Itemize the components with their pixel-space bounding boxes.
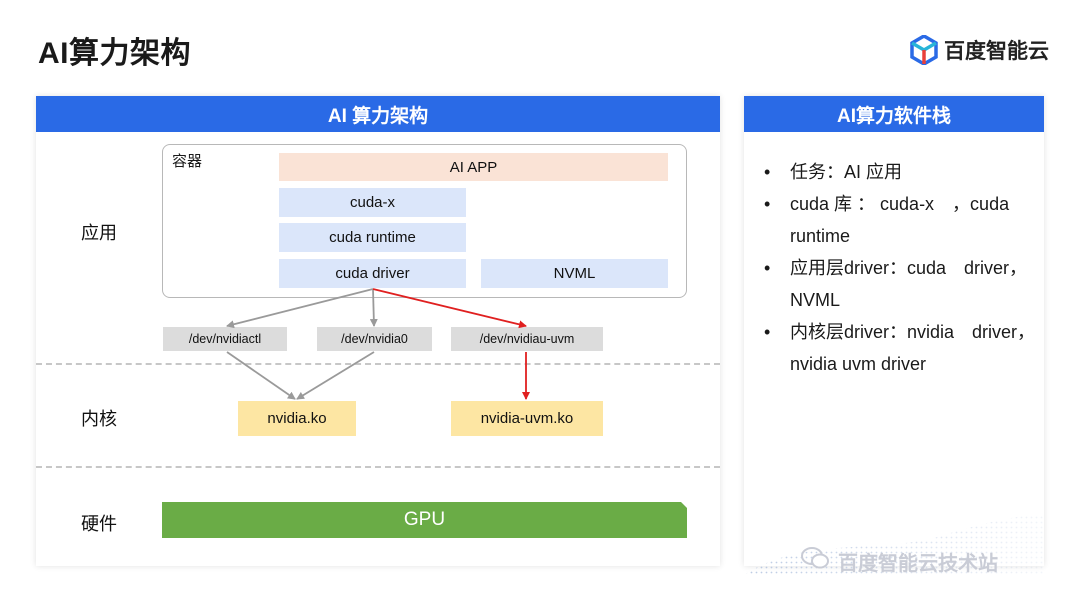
- stack-item-cuda-libs: cuda 库 ： cuda-x ，cuda runtime: [762, 188, 1042, 252]
- arrow-driver-to-nvidia-uvm: [372, 288, 527, 329]
- cuda-x-box: cuda-x: [279, 188, 466, 217]
- layer-label-kernel: 内核: [81, 409, 117, 429]
- nvidia-uvm-ko-box: nvidia-uvm.ko: [451, 401, 603, 436]
- dev-nvidiactl-box: /dev/nvidiactl: [163, 327, 287, 351]
- cube-logo-icon: [910, 35, 938, 65]
- arrow-driver-to-nvidia0: [369, 288, 378, 327]
- arrow-driver-to-nvidiactl: [226, 288, 374, 329]
- gpu-label: GPU: [403, 509, 446, 530]
- layer-label-hardware: 硬件: [81, 514, 117, 534]
- stack-item-kernel-driver: 内核层driver：nvidia driver，nvidia uvm drive…: [762, 316, 1042, 380]
- nvml-box: NVML: [481, 259, 668, 288]
- gpu-bar: [162, 502, 687, 538]
- software-stack-list: 任务：AI 应用 cuda 库 ： cuda-x ，cuda runtime 应…: [762, 156, 1042, 380]
- stack-item-app-driver: 应用层driver：cuda driver，NVML: [762, 252, 1042, 316]
- stack-item-task: 任务：AI 应用: [762, 156, 1042, 188]
- cuda-driver-box: cuda driver: [279, 259, 466, 288]
- dev-nvidia0-box: /dev/nvidia0: [317, 327, 432, 351]
- ai-app-box: AI APP: [279, 153, 668, 181]
- arrow-nvidia0-to-nvidia-ko: [296, 351, 375, 400]
- architecture-panel-header: AI 算力架构: [36, 96, 720, 132]
- wechat-icon: [801, 547, 829, 569]
- brand-logo: 百度智能云: [910, 34, 1049, 66]
- layer-label-app: 应用: [81, 223, 117, 243]
- separator-kernel-hardware: [36, 466, 720, 468]
- brand-name: 百度智能云: [944, 40, 1049, 63]
- page-title: AI算力架构: [38, 37, 191, 70]
- dev-nvidia-uvm-box: /dev/nvidiau-uvm: [451, 327, 603, 351]
- container-label: 容器: [172, 153, 203, 170]
- arrow-nvidiactl-to-nvidia-ko: [226, 351, 296, 400]
- software-stack-header: AI算力软件栈: [744, 96, 1044, 132]
- cuda-runtime-box: cuda runtime: [279, 223, 466, 252]
- watermark-text: 百度智能云技术站: [838, 553, 998, 575]
- nvidia-ko-box: nvidia.ko: [238, 401, 356, 436]
- separator-app-kernel: [36, 363, 720, 365]
